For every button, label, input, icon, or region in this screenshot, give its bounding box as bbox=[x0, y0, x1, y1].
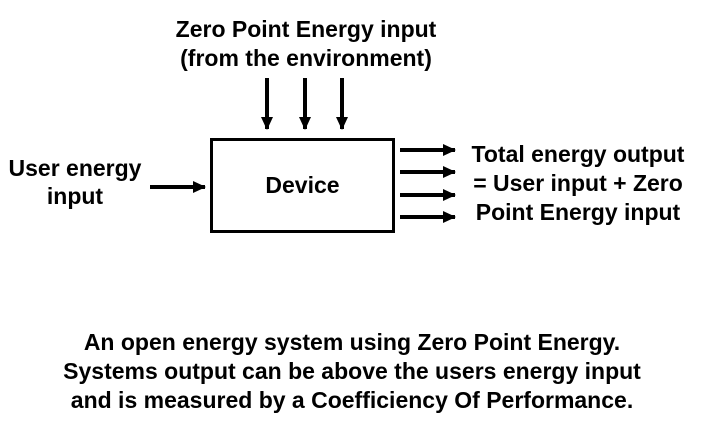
caption-line2: Systems output can be above the users en… bbox=[63, 358, 641, 384]
zpe-input-label-line1: Zero Point Energy input bbox=[175, 16, 437, 42]
caption: An open energy system using Zero Point E… bbox=[0, 328, 704, 415]
user-input-label-line2: input bbox=[46, 183, 104, 209]
output-label-line1: Total energy output bbox=[471, 141, 685, 167]
zpe-input-label: Zero Point Energy input (from the enviro… bbox=[146, 15, 466, 73]
output-label: Total energy output = User input + Zero … bbox=[458, 140, 698, 227]
output-label-line2: = User input + Zero bbox=[473, 170, 683, 196]
output-label-line3: Point Energy input bbox=[475, 199, 681, 225]
caption-line3: and is measured by a Coefficiency Of Per… bbox=[70, 387, 634, 413]
user-input-label-line1: User energy bbox=[8, 155, 142, 181]
user-input-label: User energy input bbox=[0, 154, 150, 210]
zpe-input-label-line2: (from the environment) bbox=[180, 45, 432, 71]
device-label: Device bbox=[265, 172, 340, 198]
device-box: Device bbox=[210, 138, 395, 233]
caption-line1: An open energy system using Zero Point E… bbox=[83, 329, 621, 355]
